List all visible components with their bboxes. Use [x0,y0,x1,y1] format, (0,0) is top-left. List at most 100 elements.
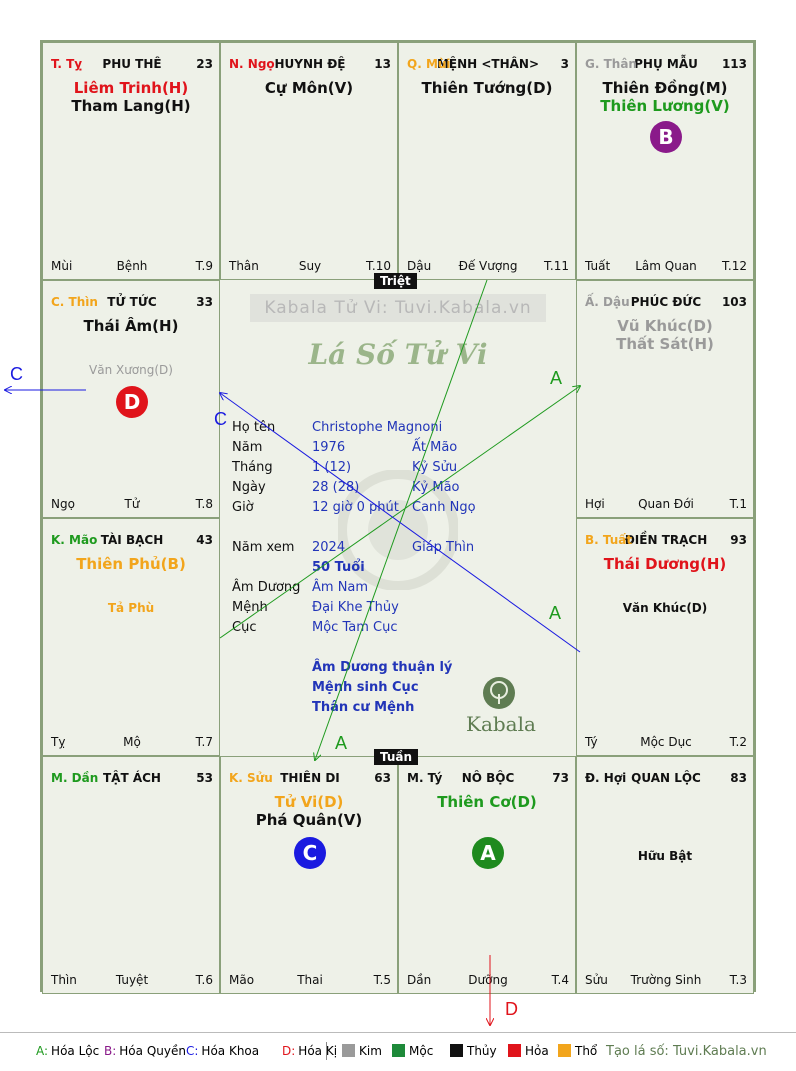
palace-footer-b3: T.11 [544,259,569,273]
info-label: Năm xem [232,540,295,555]
palace-name: QUAN LỘC [631,771,701,785]
info-label: Họ tên [232,420,276,435]
element-swatch [558,1044,571,1057]
palace-age: 33 [196,295,213,309]
palace-can-chi: N. Ngọ [229,57,275,71]
palace-footer-b1: Ngọ [51,497,75,511]
legend-site[interactable]: Tạo lá số: Tuvi.Kabala.vn [606,1044,767,1059]
palace-age: 83 [730,771,747,785]
palace-footer-b2: Trường Sinh [630,973,702,987]
major-stars: Cự Môn(V) [221,79,397,97]
info-value: 2024 [312,540,346,555]
legend-hoa-item: C:Hóa Khoa [186,1044,259,1058]
palace-footer-b1: Tý [585,735,598,749]
brand-banner: Kabala Tử Vi: Tuvi.Kabala.vn [250,294,546,322]
major-star: Vũ Khúc(D) [617,317,713,335]
major-star: Thất Sát(H) [616,335,714,353]
element-swatch [392,1044,405,1057]
palace-can-chi: T. Tỵ [51,57,83,71]
palace-age: 63 [374,771,391,785]
legend-value: Hóa Lộc [51,1044,100,1058]
palace-can-chi: B. Tuất [585,533,633,547]
palace-age: 43 [196,533,213,547]
palace-footer-b3: T.12 [722,259,747,273]
info-label: Tháng [232,460,273,475]
palace-footer-b3: T.3 [729,973,747,987]
palace-age: 73 [552,771,569,785]
major-star: Thiên Tướng(D) [421,79,553,97]
info-value: Mộc Tam Cục [312,620,398,635]
legend-element-item: Hỏa [508,1044,549,1058]
palace-name: HUYNH ĐỆ [274,57,346,71]
info-label: Năm [232,440,263,455]
info-value: 28 (28) [312,480,360,495]
palace-footer-b2: Mộ [123,735,141,749]
center-panel: Kabala Tử Vi: Tuvi.Kabala.vn Lá Số Tử Vi H… [220,280,576,756]
info-value: Đại Khe Thủy [312,600,399,615]
legend-hoa-item: D:Hóa Kị [282,1044,337,1058]
major-star: Thiên Cơ(D) [437,793,537,811]
major-star: Liêm Trinh(H) [73,79,189,97]
info-value: 1 (12) [312,460,352,475]
info-label: Mệnh [232,600,268,615]
palace-age: 93 [730,533,747,547]
palace-footer-b3: T.5 [373,973,391,987]
major-stars: Thiên Tướng(D) [399,79,575,97]
arrow-c-label-1: C [10,364,23,384]
major-star: Phá Quân(V) [255,811,363,829]
legend-key: C: [186,1044,199,1058]
palace-footer-b1: Thân [229,259,259,273]
info-note: Âm Dương thuận lý [312,660,453,675]
hoa-badge: D [116,386,148,418]
major-stars: Thái Dương(H) [577,555,753,573]
palace-can-chi: K. Mão [51,533,98,547]
legend-value: Mộc [409,1044,434,1058]
palace-age: 113 [721,57,747,71]
major-stars: Thiên Đồng(M)Thiên Lương(V) [577,79,753,115]
minor-star: Văn Khúc(D) [622,601,708,615]
palace-can-chi: M. Dần [51,771,99,785]
palace-footer-b3: T.8 [195,497,213,511]
chart-title: Lá Số Tử Vi [308,338,488,371]
element-swatch [508,1044,521,1057]
palace-name: NÔ BỘC [461,771,515,785]
palace-name: TẬT ÁCH [103,771,161,785]
palace-footer-b3: T.2 [729,735,747,749]
info-label: Giờ [232,500,254,515]
hoa-badge: C [294,837,326,869]
info-row: Mệnh Đại Khe Thủy [220,600,576,616]
palace-can-chi: C. Thìn [51,295,98,309]
legend-value: Hóa Khoa [201,1044,260,1058]
info-value: 1976 [312,440,346,455]
triet-label: Triệt [374,273,417,289]
info-value-2: Ất Mão [412,440,458,455]
info-label: Âm Dương [232,580,301,595]
